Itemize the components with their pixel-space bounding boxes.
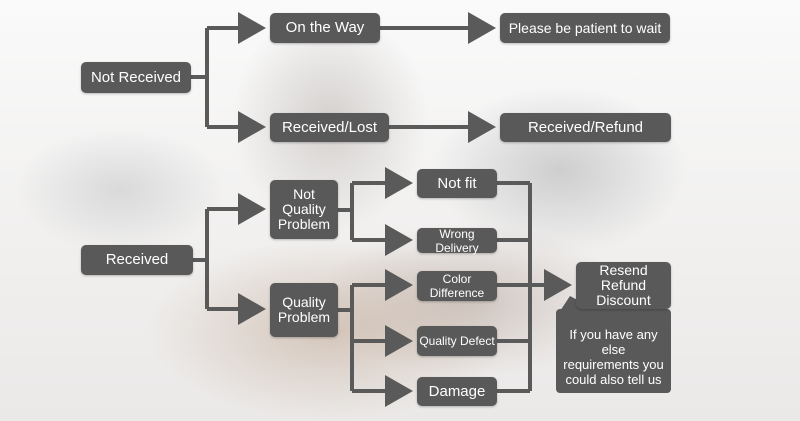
received-lost-node: Received/Lost — [270, 113, 389, 142]
connector-nqp-split — [336, 183, 354, 240]
not-received-node: Not Received — [81, 62, 191, 93]
quality-defect-node: Quality Defect — [417, 326, 497, 356]
quality-problem-node: Quality Problem — [270, 283, 338, 337]
received-node: Received — [81, 245, 193, 275]
connector-qp-split — [336, 285, 354, 391]
color-difference-node: Color Difference — [417, 271, 497, 301]
resend-refund-discount-node: Resend Refund Discount — [576, 262, 671, 309]
wrong-delivery-node: Wrong Delivery — [417, 227, 497, 255]
connector-merge-bar — [496, 181, 532, 393]
damage-node: Damage — [417, 377, 497, 406]
on-the-way-node: On the Way — [270, 13, 380, 43]
received-refund-node: Received/Refund — [500, 113, 671, 142]
not-fit-node: Not fit — [417, 169, 497, 198]
callout-text: If you have any else requirements you co… — [563, 327, 664, 387]
connector-received-split — [192, 209, 209, 309]
not-quality-problem-node: Not Quality Problem — [270, 180, 338, 239]
please-wait-node: Please be patient to wait — [500, 13, 670, 43]
